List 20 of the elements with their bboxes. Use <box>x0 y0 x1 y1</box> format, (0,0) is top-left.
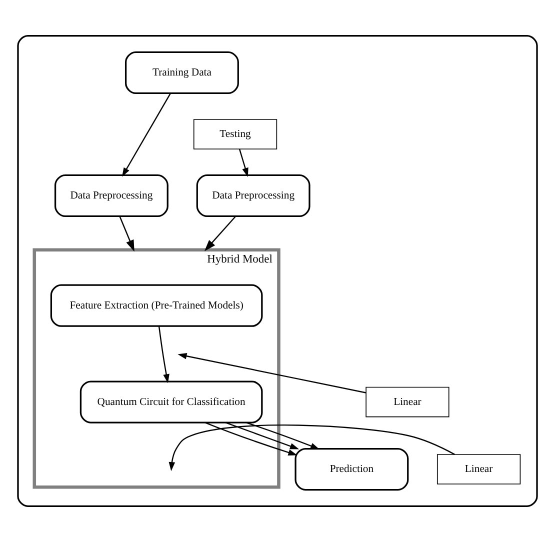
arrow <box>246 421 320 449</box>
arrow <box>178 352 366 393</box>
node-box: Testing <box>193 118 278 149</box>
node-box: Quantum Circuit for Classification <box>80 380 263 423</box>
node-box: Linear <box>436 454 521 484</box>
arrow <box>238 148 248 176</box>
node-box: Linear <box>366 386 450 417</box>
arrow <box>204 215 236 251</box>
arrow <box>168 424 455 471</box>
node-box: Feature Extraction (Pre-Trained Models) <box>50 284 263 326</box>
node-box: Prediction <box>294 447 409 490</box>
node-box: Data Preprocessing <box>54 174 168 217</box>
arrow <box>158 326 170 383</box>
node-box: Data Preprocessing <box>196 174 310 217</box>
node-box: Training Data <box>125 50 239 94</box>
cluster <box>17 34 538 506</box>
arrow <box>204 421 298 456</box>
arrow <box>225 421 300 449</box>
arrow <box>119 216 134 252</box>
arrow <box>122 92 172 176</box>
